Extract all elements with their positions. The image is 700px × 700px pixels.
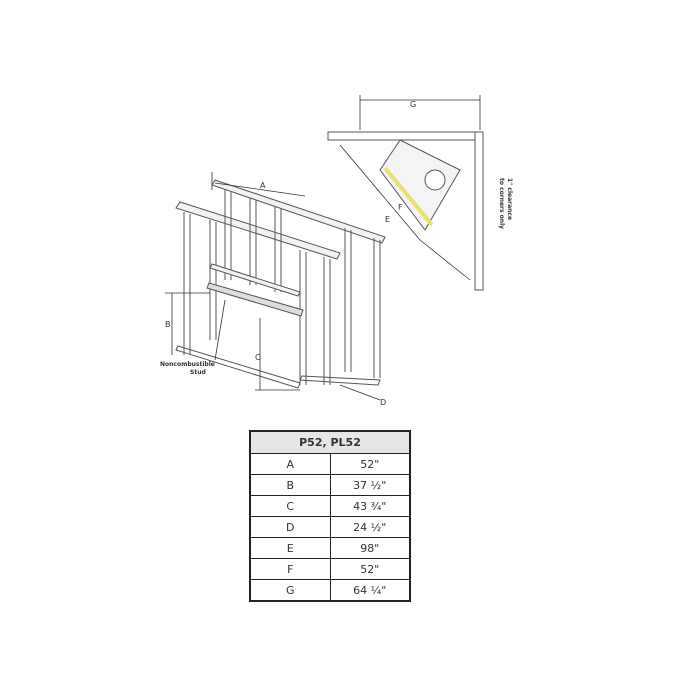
row-value: 24 ½" <box>329 516 411 538</box>
labels: A B C D E F G Noncombustible Stud 1" cle… <box>160 100 513 407</box>
row-value: 98" <box>329 537 411 559</box>
framing-diagram: A B C D E F G Noncombustible Stud 1" cle… <box>160 95 513 407</box>
stud-label-2: Stud <box>190 369 206 376</box>
label-b: B <box>165 320 171 329</box>
dimension-lines <box>165 95 481 401</box>
row-key: E <box>249 537 331 559</box>
row-key: C <box>249 495 331 517</box>
label-e: E <box>385 215 390 224</box>
row-value: 52" <box>329 453 411 475</box>
table-header: P52, PL52 <box>249 430 411 454</box>
row-value: 64 ¼" <box>329 579 411 602</box>
label-d: D <box>380 398 386 407</box>
row-value: 52" <box>329 558 411 580</box>
clearance-label-2: to corners only <box>498 178 505 229</box>
row-value: 37 ½" <box>329 474 411 496</box>
stud-label: Noncombustible <box>160 361 215 368</box>
row-key: G <box>249 579 331 602</box>
wall-framing <box>175 179 386 389</box>
row-key: B <box>249 474 331 496</box>
label-a: A <box>260 181 266 190</box>
clearance-label: 1" clearance <box>506 178 513 220</box>
label-f: F <box>398 203 403 212</box>
row-key: D <box>249 516 331 538</box>
row-key: A <box>249 453 331 475</box>
label-g: G <box>410 100 416 109</box>
corner-plan <box>327 131 484 291</box>
label-c: C <box>255 353 261 362</box>
row-key: F <box>249 558 331 580</box>
row-value: 43 ¾" <box>329 495 411 517</box>
